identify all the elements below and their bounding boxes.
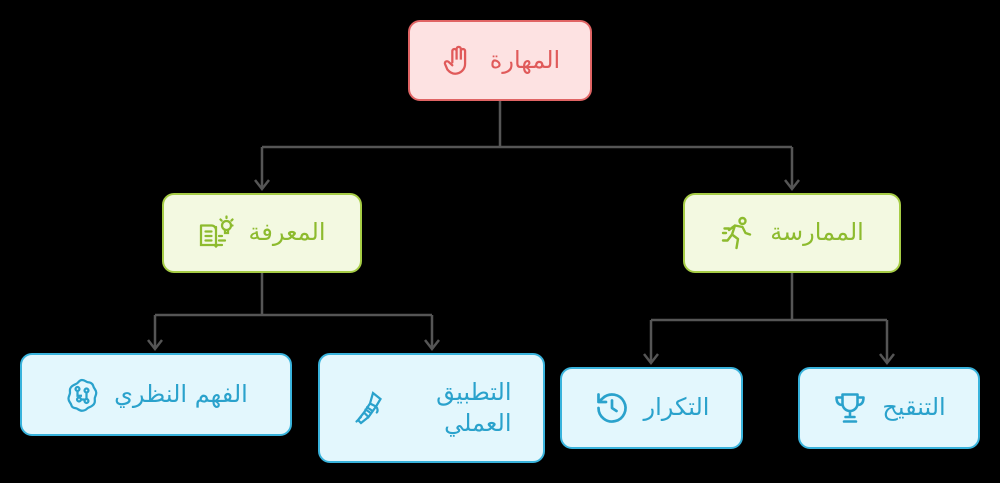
arrowheads	[147, 179, 895, 366]
node-label: الممارسة	[770, 218, 864, 247]
node-theoretical-understanding: الفهم النظري	[20, 353, 292, 436]
node-knowledge: المعرفة	[162, 193, 362, 273]
brain-icon	[64, 377, 100, 413]
node-label: الفهم النظري	[114, 379, 248, 408]
practice-connector	[649, 273, 889, 362]
history-clock-icon	[594, 390, 630, 426]
node-repetition: التكرار	[560, 367, 743, 449]
book-lightbulb-icon	[198, 215, 235, 251]
node-label: المهارة	[489, 45, 561, 74]
node-skill: المهارة	[408, 20, 592, 101]
node-label: التطبيق العملي	[436, 377, 512, 437]
hand-tool-icon	[352, 390, 388, 426]
node-refinement: التنقيح	[798, 367, 980, 449]
node-label: المعرفة	[248, 218, 326, 247]
root-connector	[260, 101, 794, 188]
running-person-icon	[720, 215, 756, 251]
node-label: التنقيح	[882, 393, 946, 422]
node-practice: الممارسة	[683, 193, 901, 273]
trophy-icon	[832, 390, 868, 426]
node-practical-application: التطبيق العملي	[318, 353, 545, 463]
node-label: التكرار	[643, 393, 710, 422]
hand-icon	[440, 43, 476, 79]
knowledge-connector	[153, 273, 434, 348]
